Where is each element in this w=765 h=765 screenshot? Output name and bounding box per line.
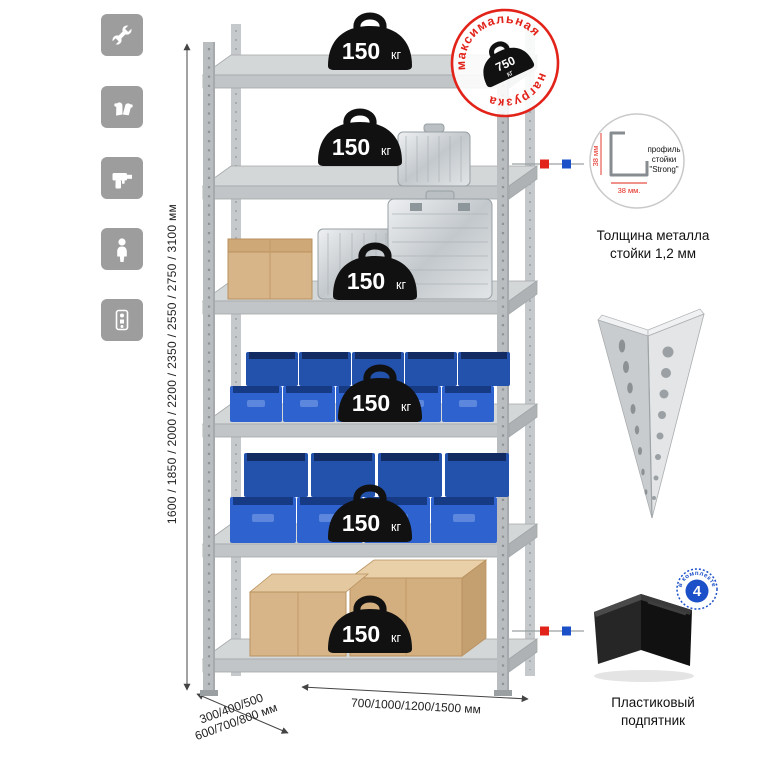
shelf-load-value: 150 (342, 38, 380, 64)
feature-tile-tools (101, 157, 143, 199)
depth-dimension-line (196, 693, 289, 734)
profile-label-3: "Strong" (649, 165, 678, 174)
shelf-load-value: 150 (352, 390, 390, 416)
load-badge-5: 150 кг (328, 484, 412, 542)
person-icon (117, 238, 127, 262)
profile-thickness-line2: стойки 1,2 мм (609, 245, 697, 261)
width-dimension-line (301, 683, 529, 703)
included-count-badge: в комплекте 4 (676, 568, 718, 610)
aluminum-case-small (397, 123, 471, 187)
fasteners-icon (115, 309, 129, 331)
stamp-load-unit: кг (505, 68, 515, 79)
feature-tile-gloves (101, 86, 143, 128)
max-load-stamp: максимальная нагрузка 750 кг (439, 0, 560, 121)
wrench-icon (111, 24, 133, 46)
shelf-load-unit: кг (396, 278, 406, 292)
red-marker-square (540, 626, 549, 636)
plastic-foot-line1: Пластиковый (611, 695, 695, 710)
drill-icon (112, 173, 132, 189)
blue-marker-square (562, 626, 571, 636)
badge-count-value: 4 (693, 583, 702, 600)
gloves-icon (114, 102, 133, 116)
shelf-load-value: 150 (342, 510, 380, 536)
corner-post-image (597, 308, 705, 519)
profile-dim-horizontal: 38 мм. (618, 186, 641, 195)
profile-cross-section (609, 131, 649, 177)
load-badge-3: 150 кг (333, 242, 417, 300)
load-badge-4: 150 кг (338, 364, 422, 422)
profile-label-2: стойки (652, 155, 676, 164)
detail-connector-bottom (512, 626, 584, 636)
load-badge-1: 150 кг (328, 12, 412, 70)
load-badge-2: 150 кг (318, 108, 402, 166)
rack-back-posts (231, 24, 535, 676)
blue-marker-square (562, 159, 571, 169)
feature-tile-fasteners (101, 299, 143, 341)
profile-dim-vertical: 38 мм (591, 146, 600, 167)
plastic-foot-image (594, 594, 694, 682)
shelf-load-unit: кг (401, 400, 411, 414)
profile-thickness-line1: Толщина металла (596, 228, 710, 243)
shelf-load-unit: кг (391, 520, 401, 534)
shelf-load-unit: кг (391, 631, 401, 645)
red-marker-square (540, 159, 549, 169)
profile-thickness-caption: Толщина металла стойки 1,2 мм (558, 227, 748, 262)
plastic-foot-line2: подпятник (620, 712, 686, 728)
shelf-load-value: 150 (332, 134, 370, 160)
shelf-load-value: 150 (347, 268, 385, 294)
rack-front-posts (200, 42, 512, 696)
post-profile-detail: 38 мм 38 мм. профиль стойки "Strong" (589, 113, 685, 209)
plastic-foot-caption: Пластиковый подпятник (558, 694, 748, 729)
feature-tile-assembly (101, 14, 143, 56)
shelf-2 (201, 165, 539, 200)
shelf-load-unit: кг (381, 144, 391, 158)
height-dimension-label: 1600 / 1850 / 2000 / 2200 / 2350 / 2550 … (165, 203, 179, 525)
feature-tile-person (101, 228, 143, 270)
aluminum-case-large (387, 190, 493, 300)
shelf-load-value: 150 (342, 621, 380, 647)
cardboard-box-small (227, 238, 313, 300)
profile-label-1: профиль (647, 145, 680, 154)
detail-connector-top (512, 159, 584, 169)
shelf-load-unit: кг (391, 48, 401, 62)
load-badge-6: 150 кг (328, 595, 412, 653)
